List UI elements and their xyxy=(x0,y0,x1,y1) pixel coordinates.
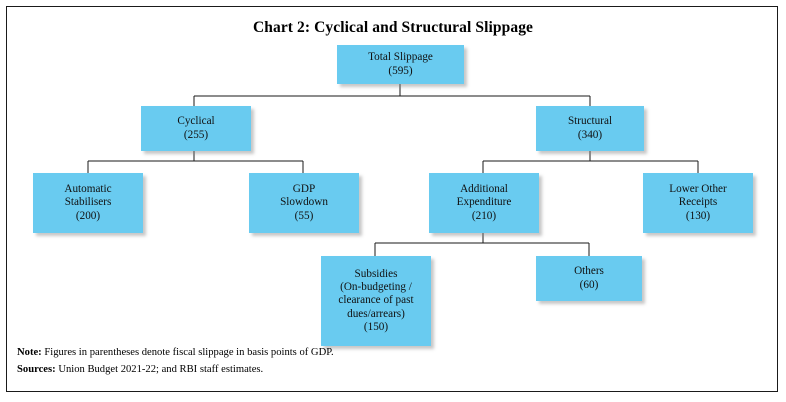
org-chart-canvas: Total Slippage (595) Cyclical (255) Stru… xyxy=(7,7,779,393)
node-value: (200) xyxy=(75,209,101,222)
footnotes: Note: Figures in parentheses denote fisc… xyxy=(17,345,757,378)
footnote-sources: Sources: Union Budget 2021-22; and RBI s… xyxy=(17,362,757,378)
node-value: (595) xyxy=(388,64,413,77)
node-label: Others xyxy=(574,265,604,278)
node-label-line1: Automatic xyxy=(64,183,112,196)
node-label-line2: Slowdown xyxy=(280,196,328,209)
node-label-line2: Stabilisers xyxy=(64,196,112,209)
node-label-line2: Receipts xyxy=(678,196,718,209)
node-label: Structural xyxy=(567,115,613,128)
node-value: (210) xyxy=(471,209,497,222)
node-value: (340) xyxy=(577,128,603,141)
node-value: (130) xyxy=(685,209,711,222)
node-cyclical[interactable]: Cyclical (255) xyxy=(141,106,251,151)
node-value: (55) xyxy=(294,209,314,222)
sources-label: Sources: xyxy=(17,363,56,375)
page-title: Chart 2: Cyclical and Structural Slippag… xyxy=(252,19,534,36)
note-text: Figures in parentheses denote fiscal sli… xyxy=(44,347,334,359)
node-label-line1: Lower Other xyxy=(669,183,727,196)
node-automatic-stabilisers[interactable]: Automatic Stabilisers (200) xyxy=(33,173,143,233)
node-structural[interactable]: Structural (340) xyxy=(536,106,644,151)
node-value: (60) xyxy=(579,278,599,291)
node-label-line1: Additional xyxy=(460,183,508,196)
sources-text: Union Budget 2021-22; and RBI staff esti… xyxy=(58,363,264,375)
node-total-slippage[interactable]: Total Slippage (595) xyxy=(337,45,464,84)
node-others[interactable]: Others (60) xyxy=(536,256,642,301)
node-label-line1: Subsidies xyxy=(354,267,398,280)
node-label-line2: (On-budgeting / xyxy=(340,281,412,294)
node-label-line3: clearance of past xyxy=(338,294,414,307)
node-label-line1: GDP xyxy=(292,183,316,196)
node-label: Cyclical xyxy=(177,115,215,128)
node-label: Total Slippage xyxy=(368,51,433,64)
chart-frame: Chart 2: Cyclical and Structural Slippag… xyxy=(6,6,778,392)
node-label-line4: dues/arrears) xyxy=(347,307,405,320)
node-subsidies[interactable]: Subsidies (On-budgeting / clearance of p… xyxy=(321,256,431,346)
node-lower-other-receipts[interactable]: Lower Other Receipts (130) xyxy=(643,173,753,233)
footnote-note: Note: Figures in parentheses denote fisc… xyxy=(17,345,757,361)
node-additional-expenditure[interactable]: Additional Expenditure (210) xyxy=(429,173,539,233)
node-value: (255) xyxy=(183,128,209,141)
node-gdp-slowdown[interactable]: GDP Slowdown (55) xyxy=(249,173,359,233)
node-value: (150) xyxy=(363,320,389,333)
note-label: Note: xyxy=(17,347,42,359)
node-label-line2: Expenditure xyxy=(456,196,512,209)
